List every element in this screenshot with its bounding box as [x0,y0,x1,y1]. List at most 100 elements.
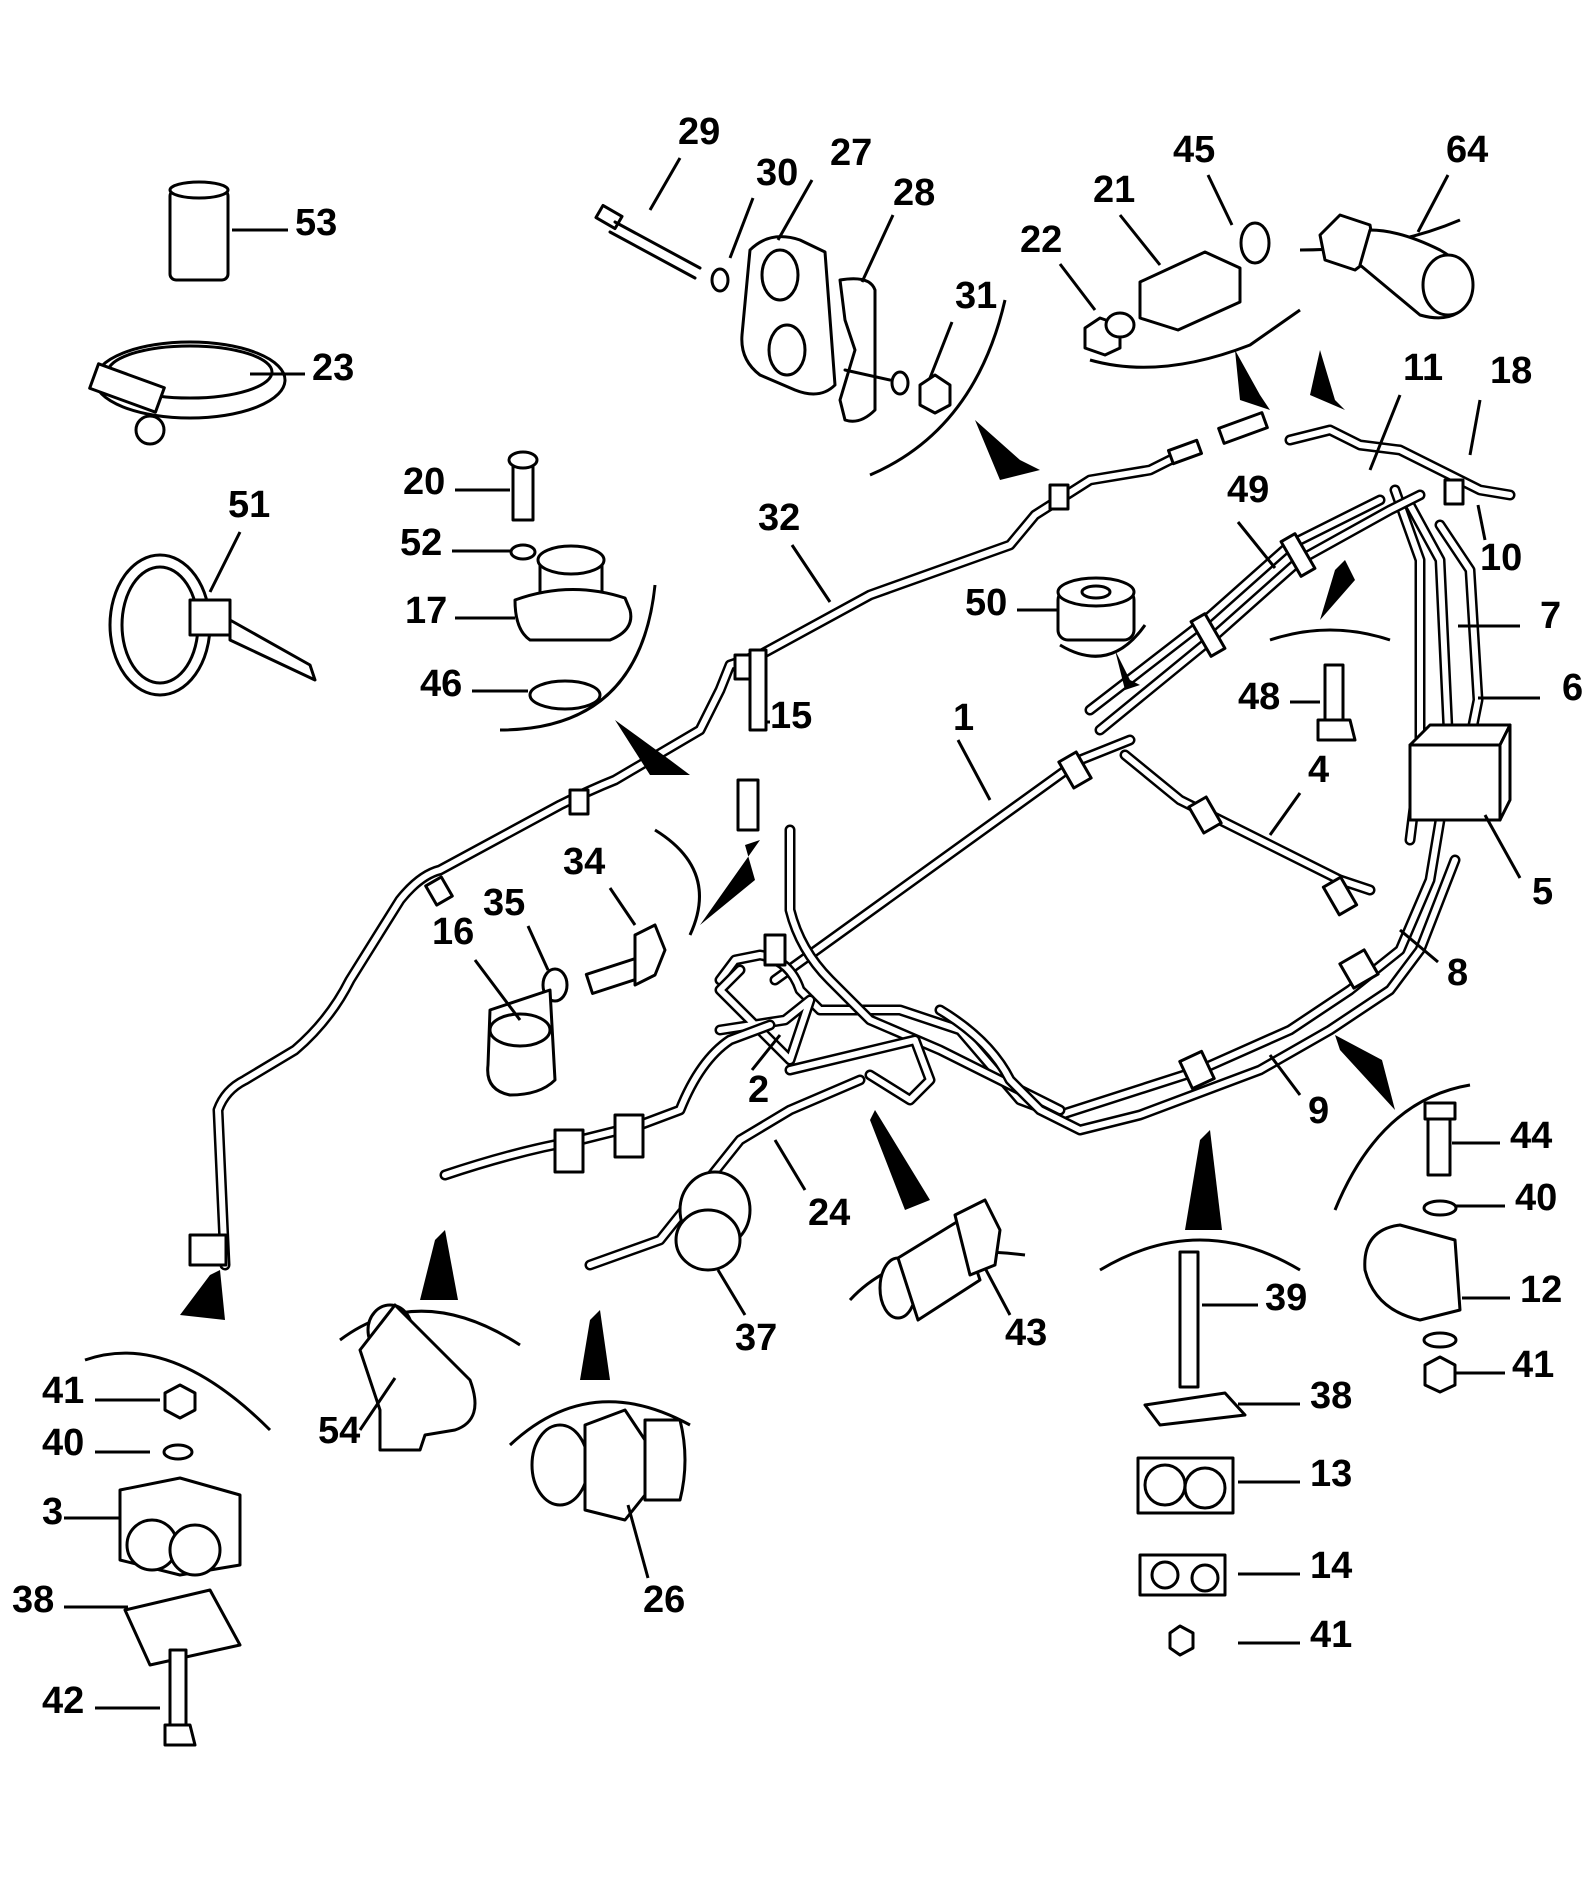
callout-c23: 23 [250,347,354,389]
leader-line [928,321,954,379]
leader-line [776,179,814,241]
callout-c35: 35 [483,882,550,971]
leader-line [860,214,895,283]
callout-number: 3 [42,1491,63,1533]
callout-c2: 2 [748,1034,782,1111]
leader-line [1399,928,1439,964]
callout-number: 32 [758,497,800,539]
leader-line [983,1267,1012,1316]
callout-number: 38 [12,1579,54,1621]
callout-c27: 27 [776,132,872,241]
callout-number: 43 [1005,1312,1047,1354]
callout-number: 42 [42,1680,84,1722]
callout-number: 5 [1532,871,1553,913]
callout-number: 6 [1562,667,1583,709]
leader-line [1118,214,1162,266]
callout-c28: 28 [860,172,935,283]
callout-c18: 18 [1468,350,1532,456]
callout-number: 45 [1173,129,1215,171]
leader-line [608,887,637,926]
callout-number: 52 [400,522,442,564]
callout-c26: 26 [626,1504,685,1621]
callout-c50: 50 [965,582,1058,624]
callout-c14: 14 [1238,1545,1352,1587]
callout-number: 37 [735,1317,777,1359]
callout-c8: 8 [1399,928,1468,994]
callout-c41c: 41 [1238,1614,1352,1656]
part-21-22-45-fittings [1083,221,1271,357]
callout-number: 40 [1515,1177,1557,1219]
callout-number: 39 [1265,1277,1307,1319]
leader-line [1468,399,1482,456]
leader-line [526,925,550,971]
leader-line [1058,263,1097,311]
callout-number: 10 [1480,537,1522,579]
callout-c4: 4 [1268,749,1329,836]
callout-number: 1 [953,697,974,739]
callout-c45: 45 [1173,129,1234,226]
callout-c6: 6 [1478,667,1583,709]
part-26-adapter [530,1408,687,1522]
callout-number: 11 [1403,347,1443,389]
callout-number: 51 [228,484,270,526]
part-31-nut [843,368,952,415]
part-43-fitting [878,1198,1002,1322]
leader-line [716,1269,747,1316]
callout-number: 24 [808,1192,850,1234]
callout-number: 31 [955,275,997,317]
callout-c49: 49 [1227,469,1277,569]
leader-line [1476,504,1487,541]
callout-c9: 9 [1268,1054,1329,1132]
callout-c17: 17 [405,590,515,632]
callout-c44: 44 [1452,1115,1552,1157]
callout-c48: 48 [1238,676,1320,718]
callout-number: 41 [1310,1614,1352,1656]
leader-line [956,739,992,801]
callout-number: 44 [1510,1115,1552,1157]
callout-c24: 24 [773,1139,850,1234]
callout-c13: 13 [1238,1453,1352,1495]
callout-c43: 43 [983,1267,1047,1354]
callout-number: 8 [1447,952,1468,994]
callout-c7: 7 [1458,595,1561,637]
part-3-clamp-stack [118,1383,242,1747]
callout-number: 48 [1238,676,1280,718]
callout-c41: 41 [42,1370,160,1412]
callout-number: 23 [312,347,354,389]
callout-c22: 22 [1020,219,1097,311]
part-50-spacer [1056,576,1136,642]
leader-line [1483,814,1522,879]
main-tubing-assembly [212,424,1516,1271]
leader-line [358,1377,397,1431]
callout-number: 38 [1310,1375,1352,1417]
leader-line [750,1034,782,1071]
callout-number: 26 [643,1579,685,1621]
leader-line [773,1139,807,1191]
callout-c40b: 40 [1455,1177,1557,1219]
part-17-flange [507,450,633,711]
callout-c46: 46 [420,663,528,705]
callout-number: 64 [1446,129,1488,171]
callout-c21: 21 [1093,169,1162,266]
callout-c34: 34 [563,841,637,926]
callout-c53: 53 [232,202,337,244]
callout-number: 17 [405,590,447,632]
callout-c51: 51 [208,484,270,593]
callout-c40: 40 [42,1422,150,1464]
leader-line [1268,792,1302,836]
detail-bubbles [84,218,1471,1447]
callout-number: 14 [1310,1545,1352,1587]
part-27-block [740,235,837,396]
callout-number: 27 [830,132,872,174]
leader-line [626,1504,650,1579]
callout-number: 41 [1512,1344,1554,1386]
callout-c54: 54 [318,1377,397,1452]
part-64-elbow-fitting [1318,213,1475,320]
callout-c20: 20 [403,461,510,503]
callout-number: 34 [563,841,605,883]
leader-line [1268,1054,1302,1096]
callout-number: 28 [893,172,935,214]
leader-line [208,531,242,593]
callout-c16: 16 [432,911,522,1021]
